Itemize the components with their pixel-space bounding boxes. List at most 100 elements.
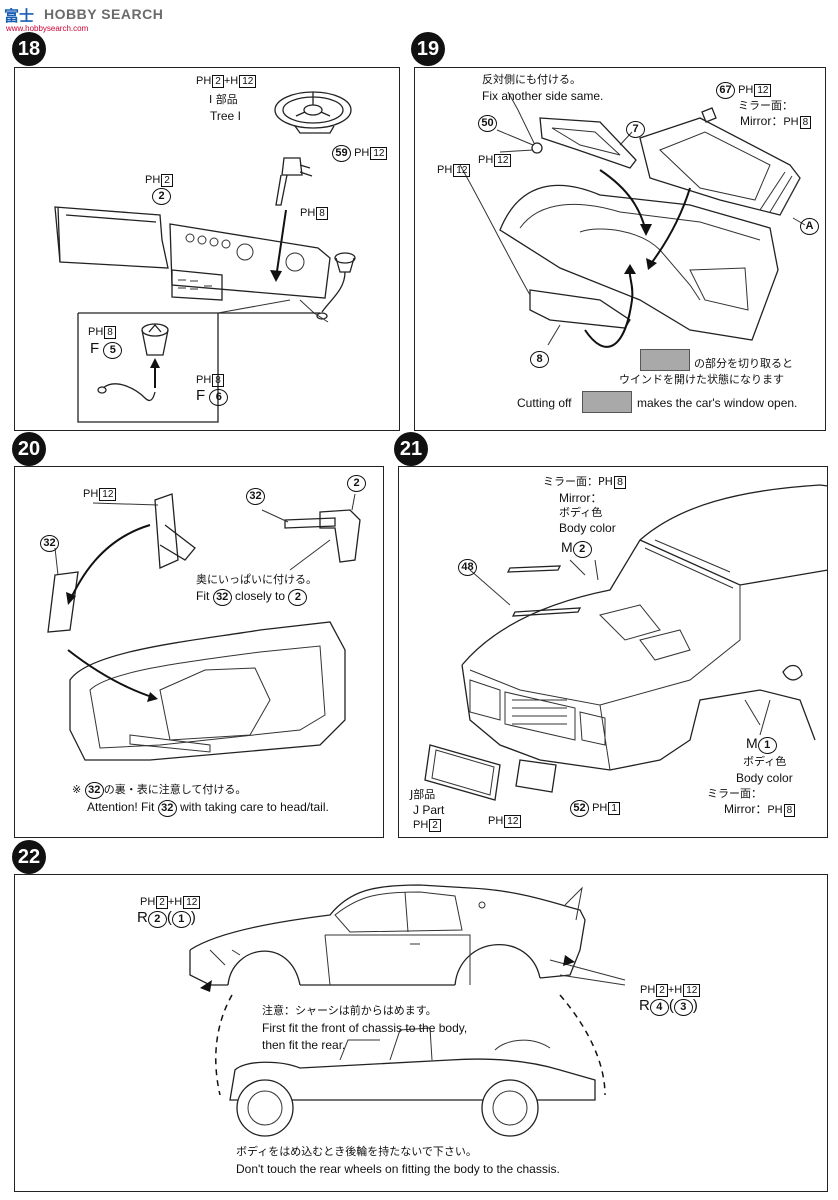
step-22-bottom-en: Don't touch the rear wheels on fitting t… xyxy=(236,1162,560,1176)
step-19-cut-jp1: の部分を切り取ると xyxy=(694,357,793,370)
step-21-body-jp: ボディ色 xyxy=(559,506,603,519)
part-number-59: 59 xyxy=(332,145,351,162)
step-22-panel xyxy=(14,874,828,1192)
ph-label: PH xyxy=(145,174,161,186)
ph-box2: 12 xyxy=(239,75,257,88)
part-number-7: 7 xyxy=(626,121,645,138)
part-letter: F xyxy=(196,387,206,404)
step-18-part-2: 2 xyxy=(152,188,171,205)
ph-box: 12 xyxy=(494,154,512,167)
ph-label: PH xyxy=(300,207,316,219)
ph-box: 2 xyxy=(156,896,168,909)
mirror-label: ミラー面： xyxy=(543,475,598,488)
ph-box: 8 xyxy=(212,374,224,387)
part-number-48: 48 xyxy=(458,559,477,576)
step-21-panel xyxy=(398,466,828,838)
step-21-m1-body-jp: ボディ色 xyxy=(743,755,787,768)
step-22-note-en2: then fit the rear. xyxy=(262,1038,346,1052)
step-18-part-f5: F 5 xyxy=(90,340,123,359)
step-18-number: 18 xyxy=(12,32,46,66)
ph-box2: 12 xyxy=(183,896,201,909)
ph-box: 2 xyxy=(212,75,224,88)
ph-box: 2 xyxy=(429,819,441,832)
ph-label: PH xyxy=(640,984,656,996)
part-number-6: 6 xyxy=(209,389,229,406)
logo-text: HOBBY SEARCH xyxy=(44,6,164,22)
step-20-attention-en: Attention! Fit 32 with taking care to he… xyxy=(87,800,329,817)
step-20-part-32a: 32 xyxy=(40,535,59,552)
step-21-mirror-en: Mirror： xyxy=(559,491,603,505)
step-19-part-A: A xyxy=(800,218,819,235)
step-21-number: 21 xyxy=(394,432,428,466)
step-18-part-f6: F 6 xyxy=(196,387,229,406)
part-number-8: 8 xyxy=(530,351,549,368)
part-number-32: 32 xyxy=(157,800,177,817)
part-number-5: 5 xyxy=(103,342,123,359)
ph-label: PH xyxy=(196,374,212,386)
step-20-fit-en: Fit 32 closely to 2 xyxy=(196,589,308,606)
part-number-52: 52 xyxy=(570,800,589,817)
step-19-mirror-jp: ミラー面： xyxy=(738,99,793,112)
step-20-fit-jp: 奥にいっぱいに付ける。 xyxy=(196,573,317,586)
part-number-3: 3 xyxy=(673,999,693,1016)
attention-text: の裏・表に注意して付ける。 xyxy=(103,783,247,796)
step-22-number: 22 xyxy=(12,840,46,874)
watermark-logo: 富士 HOBBY SEARCH www.hobbysearch.com xyxy=(4,3,164,35)
part-number-67: 67 xyxy=(716,82,735,99)
part-number-2: 2 xyxy=(147,911,167,928)
part-letter-A: A xyxy=(800,218,819,235)
ph-label: PH xyxy=(140,896,156,908)
step-19-note-en: Fix another side same. xyxy=(482,89,604,103)
attention-text: with taking care to head/tail. xyxy=(180,800,329,814)
step-20-number: 20 xyxy=(12,432,46,466)
logo-cn: 富士 xyxy=(4,7,35,25)
part-number-32: 32 xyxy=(84,782,104,799)
step-18-tree-jp: I 部品 xyxy=(209,93,238,106)
ph-box: 1 xyxy=(608,802,620,815)
step-19-part-8: 8 xyxy=(530,351,549,368)
ph-label: PH xyxy=(83,488,99,500)
step-21-j-en: J Part xyxy=(413,803,445,817)
ph-box: 12 xyxy=(453,164,471,177)
part-letter: F xyxy=(90,340,100,357)
step-21-part-48: 48 xyxy=(458,559,477,576)
step-22-note-jp: 注意：シャーシは前からはめます。 xyxy=(262,1004,437,1017)
ph-plus: +H xyxy=(667,984,683,996)
part-letter: M xyxy=(746,735,758,751)
part-number-50: 50 xyxy=(478,115,497,132)
mirror-label: Mirror： xyxy=(724,802,768,816)
step-20-part-32b: 32 xyxy=(246,488,265,505)
part-number-2: 2 xyxy=(152,188,171,205)
attention-text: Attention! Fit xyxy=(87,800,155,814)
note-mark: ※ xyxy=(72,783,82,796)
part-number-2: 2 xyxy=(288,589,308,606)
step-19-number: 19 xyxy=(411,32,445,66)
ph-box: 12 xyxy=(754,84,772,97)
ph-box: 2 xyxy=(161,174,173,187)
step-21-j-jp: J部品 xyxy=(410,788,436,801)
step-19-note-jp: 反対側にも付ける。 xyxy=(482,73,581,86)
step-18-tree-en: Tree I xyxy=(210,109,241,123)
ph-label: PH xyxy=(478,154,494,166)
step-19-cut-en-b: makes the car's window open. xyxy=(637,396,798,410)
ph-plus: +H xyxy=(223,75,239,87)
ph-box2: 12 xyxy=(683,984,701,997)
ph-label: PH xyxy=(88,326,104,338)
step-21-m1-mirror-jp: ミラー面： xyxy=(707,787,762,800)
